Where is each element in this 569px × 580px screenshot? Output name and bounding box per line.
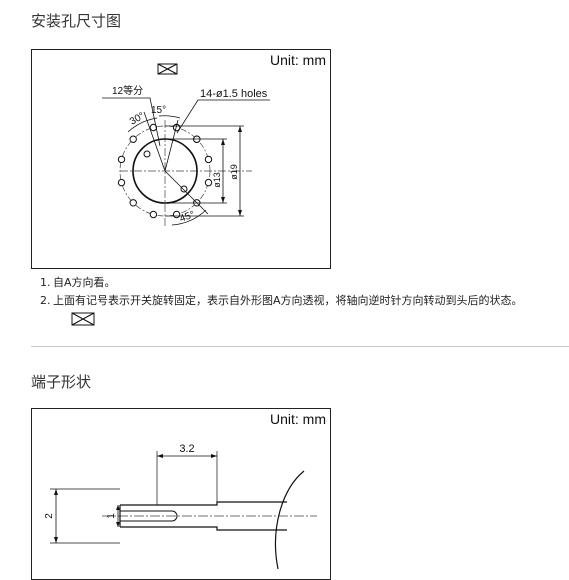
unit-label: Unit: mm xyxy=(270,52,326,68)
mounting-hole xyxy=(117,155,126,164)
mounting-hole xyxy=(149,123,158,132)
arc-30 xyxy=(127,117,158,133)
dia-13-label: ø13 xyxy=(212,172,222,188)
dia-19-label: ø19 xyxy=(229,164,239,180)
angle-15-label: 15° xyxy=(151,105,166,116)
mounting-hole xyxy=(117,178,126,187)
arc-15 xyxy=(158,115,181,119)
radial-line-30 xyxy=(143,111,166,172)
dim-2-label: 2 xyxy=(44,513,55,519)
dim-arrows-1 xyxy=(116,505,120,527)
unit-label: Unit: mm xyxy=(270,411,326,427)
radial-line-45 xyxy=(164,170,209,215)
angle-45-label: 45° xyxy=(178,209,196,225)
holes-leader xyxy=(176,99,270,134)
mounting-hole-diagram: 12等分 14-ø1.5 holes 30° 15° 45° ø13 ø19 xyxy=(102,63,270,226)
angle-30-label: 30° xyxy=(128,111,147,128)
divisions-label: 12等分 xyxy=(112,84,143,97)
dim-arrows-2 xyxy=(54,489,58,543)
note-1: 1.自A方向看。 xyxy=(40,274,116,290)
terminal-diagram: 3.2 2 1 xyxy=(44,443,317,570)
note-text: 上面有记号表示开关旋转固定，表示自外形图A方向透视，将轴向逆时针方向转动到头后的… xyxy=(53,294,523,307)
note-text: 自A方向看。 xyxy=(53,276,116,289)
arc-45 xyxy=(171,209,207,226)
marked-hole xyxy=(143,150,151,158)
section-title-mounting-holes: 安装孔尺寸图 xyxy=(31,12,122,30)
note-2: 2.上面有记号表示开关旋转固定，表示自外形图A方向透视，将轴向逆时针方向转动到头… xyxy=(40,292,523,308)
terminal-bottom-edge xyxy=(120,526,287,531)
section-divider xyxy=(31,346,569,347)
terminal-shape-drawing: Unit: mm 3.2 2 1 xyxy=(31,408,331,580)
mounting-hole xyxy=(129,199,137,207)
marked-hole xyxy=(180,185,188,193)
dim-1-label: 1 xyxy=(106,513,117,519)
mounting-hole xyxy=(204,155,213,164)
mounting-hole-drawing: Unit: mm xyxy=(31,49,331,269)
pitch-circle xyxy=(119,125,211,217)
view-marker-icon xyxy=(157,63,178,75)
note-number: 2. xyxy=(40,294,51,307)
note-number: 1. xyxy=(40,276,51,289)
divisions-leader xyxy=(102,97,161,147)
terminal-slot xyxy=(120,510,178,522)
terminal-top-edge xyxy=(120,501,287,506)
dim-arrows-3-2 xyxy=(157,454,217,458)
mounting-hole xyxy=(129,135,137,143)
holes-label: 14-ø1.5 holes xyxy=(200,88,268,100)
radial-line-15 xyxy=(164,119,179,172)
mounting-hole xyxy=(149,210,158,219)
housing-arc xyxy=(274,470,305,570)
dim-3-2-label: 3.2 xyxy=(179,443,194,455)
view-marker-icon xyxy=(71,312,95,326)
section-title-terminal-shape: 端子形状 xyxy=(31,373,92,391)
mounting-hole xyxy=(204,178,213,187)
